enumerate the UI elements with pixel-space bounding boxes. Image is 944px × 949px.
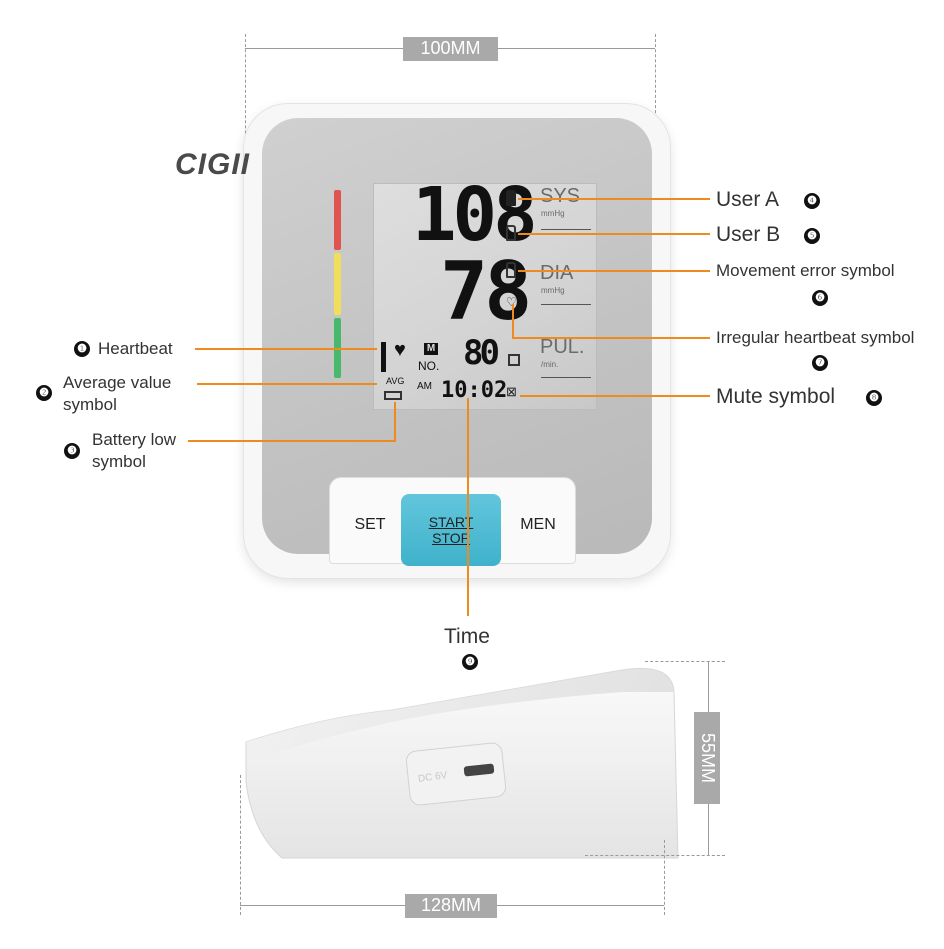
dimension-guide-right bbox=[655, 34, 656, 169]
start-label: START bbox=[428, 514, 474, 530]
callout-number-4: ❹ bbox=[804, 193, 820, 209]
device-side-view bbox=[245, 667, 679, 859]
callout-label-user-b: User B bbox=[716, 223, 781, 246]
side-guide-right bbox=[664, 840, 665, 915]
indicator-bar-red bbox=[334, 190, 341, 250]
height-guide-bottom bbox=[585, 855, 725, 856]
callout-label-mute: Mute symbol bbox=[716, 385, 836, 408]
dimension-guide-left bbox=[245, 34, 246, 169]
callout-number-7: ❼ bbox=[812, 355, 828, 371]
mute-icon: ⊠ bbox=[506, 384, 517, 399]
start-stop-button[interactable]: START STOP bbox=[401, 494, 501, 566]
callout-label-average-2: symbol bbox=[63, 395, 117, 414]
dia-divider bbox=[541, 304, 591, 305]
user-b-icon bbox=[506, 225, 516, 241]
callout-label-time: Time bbox=[444, 625, 490, 648]
callout-line-battery-vert bbox=[394, 402, 396, 442]
lcd-screen bbox=[373, 183, 597, 410]
am-label: AM bbox=[417, 381, 432, 392]
memory-icon: M bbox=[424, 343, 438, 355]
dia-reading: 78 bbox=[440, 245, 532, 338]
callout-line-irregular bbox=[512, 337, 710, 339]
men-button[interactable]: MEN bbox=[520, 516, 556, 533]
callout-line-average bbox=[197, 383, 377, 385]
heart-icon: ♥ bbox=[394, 339, 406, 361]
callout-number-8: ❽ bbox=[866, 390, 882, 406]
heartbeat-bar-icon bbox=[381, 342, 386, 372]
memory-grid-icon bbox=[508, 354, 520, 366]
pul-divider bbox=[541, 377, 591, 378]
dia-unit: mmHg bbox=[541, 286, 565, 295]
callout-line-heartbeat bbox=[195, 348, 377, 350]
pul-unit: /min. bbox=[541, 360, 559, 369]
stop-label: STOP bbox=[432, 530, 470, 546]
callout-line-mute bbox=[520, 395, 710, 397]
user-a-icon bbox=[506, 190, 516, 206]
brand-logo: CIGII bbox=[175, 148, 251, 181]
callout-label-irregular: Irregular heartbeat symbol bbox=[716, 328, 915, 347]
movement-error-icon bbox=[506, 262, 516, 278]
callout-label-average-1: Average value bbox=[63, 373, 172, 392]
callout-number-3: ❸ bbox=[64, 443, 80, 459]
callout-line-user-b bbox=[518, 233, 710, 235]
pul-label: PUL. bbox=[540, 336, 585, 358]
callout-line-battery bbox=[188, 440, 396, 442]
sys-unit: mmHg bbox=[541, 209, 565, 218]
side-guide-left bbox=[240, 775, 241, 915]
callout-label-movement: Movement error symbol bbox=[716, 261, 895, 280]
memory-no-label: NO. bbox=[418, 359, 440, 373]
callout-number-6: ❻ bbox=[812, 290, 828, 306]
callout-line-time bbox=[467, 398, 469, 616]
callout-number-2: ❷ bbox=[36, 385, 52, 401]
set-button[interactable]: SET bbox=[354, 516, 386, 533]
callout-label-user-a: User A bbox=[716, 188, 780, 211]
dimension-label-depth: 128MM bbox=[405, 894, 497, 918]
sys-divider bbox=[541, 229, 591, 230]
callout-number-1: ❶ bbox=[74, 341, 90, 357]
pulse-reading: 80 bbox=[463, 333, 500, 373]
dimension-label-width: 100MM bbox=[403, 37, 498, 61]
height-guide-top bbox=[645, 661, 725, 662]
callout-line-user-a bbox=[518, 198, 710, 200]
sys-label: SYS bbox=[540, 185, 581, 207]
callout-label-battery-1: Battery low bbox=[92, 430, 177, 449]
time-reading: 10:02 bbox=[441, 378, 508, 403]
callout-label-battery-2: symbol bbox=[92, 452, 146, 471]
irregular-heartbeat-icon: ♡ bbox=[506, 295, 517, 309]
dimension-label-height: 55MM bbox=[694, 712, 720, 804]
callout-line-irregular-vert bbox=[512, 304, 514, 339]
dia-label: DIA bbox=[540, 262, 574, 284]
callout-number-9: ❾ bbox=[462, 654, 478, 670]
battery-low-icon bbox=[384, 391, 402, 400]
sys-reading: 108 bbox=[412, 172, 538, 258]
indicator-bar-yellow bbox=[334, 253, 341, 315]
callout-number-5: ❺ bbox=[804, 228, 820, 244]
callout-label-heartbeat: Heartbeat bbox=[98, 339, 173, 358]
avg-label: AVG bbox=[386, 376, 405, 386]
callout-line-movement bbox=[518, 270, 710, 272]
